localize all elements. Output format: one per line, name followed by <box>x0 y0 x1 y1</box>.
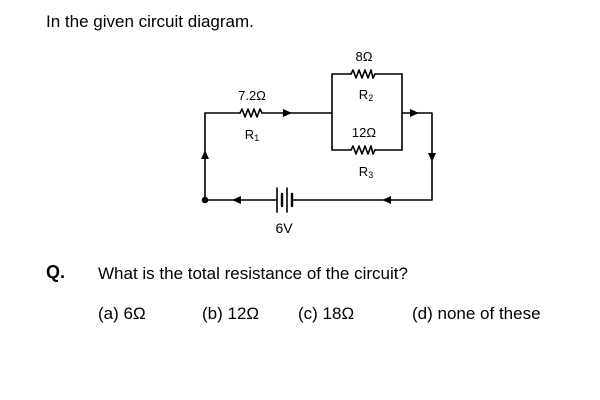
r1-name-label: R1 <box>244 127 260 144</box>
circuit-diagram <box>201 69 436 213</box>
option-c[interactable]: (c) 18Ω <box>298 304 355 323</box>
question-text: What is the total resistance of the circ… <box>98 264 408 283</box>
battery-voltage-label: 6V <box>275 220 293 236</box>
r2-name-label: R2 <box>358 87 374 104</box>
option-d[interactable]: (d) none of these <box>412 304 541 323</box>
option-a[interactable]: (a) 6Ω <box>98 304 146 323</box>
option-b[interactable]: (b) 12Ω <box>202 304 260 323</box>
question-marker: Q. <box>46 262 66 282</box>
arrow-icon <box>201 109 436 204</box>
r2-value-label: 8Ω <box>355 49 373 64</box>
r2-resistor <box>350 69 376 79</box>
r3-value-label: 12Ω <box>351 125 377 140</box>
r1-resistor <box>239 108 263 118</box>
intro-text: In the given circuit diagram. <box>46 12 254 31</box>
bottom-wire-left <box>204 112 277 201</box>
r1-value-label: 7.2Ω <box>238 88 266 103</box>
r3-resistor <box>350 145 376 155</box>
junction-dot <box>201 196 209 204</box>
r3-name-label: R3 <box>358 164 374 181</box>
